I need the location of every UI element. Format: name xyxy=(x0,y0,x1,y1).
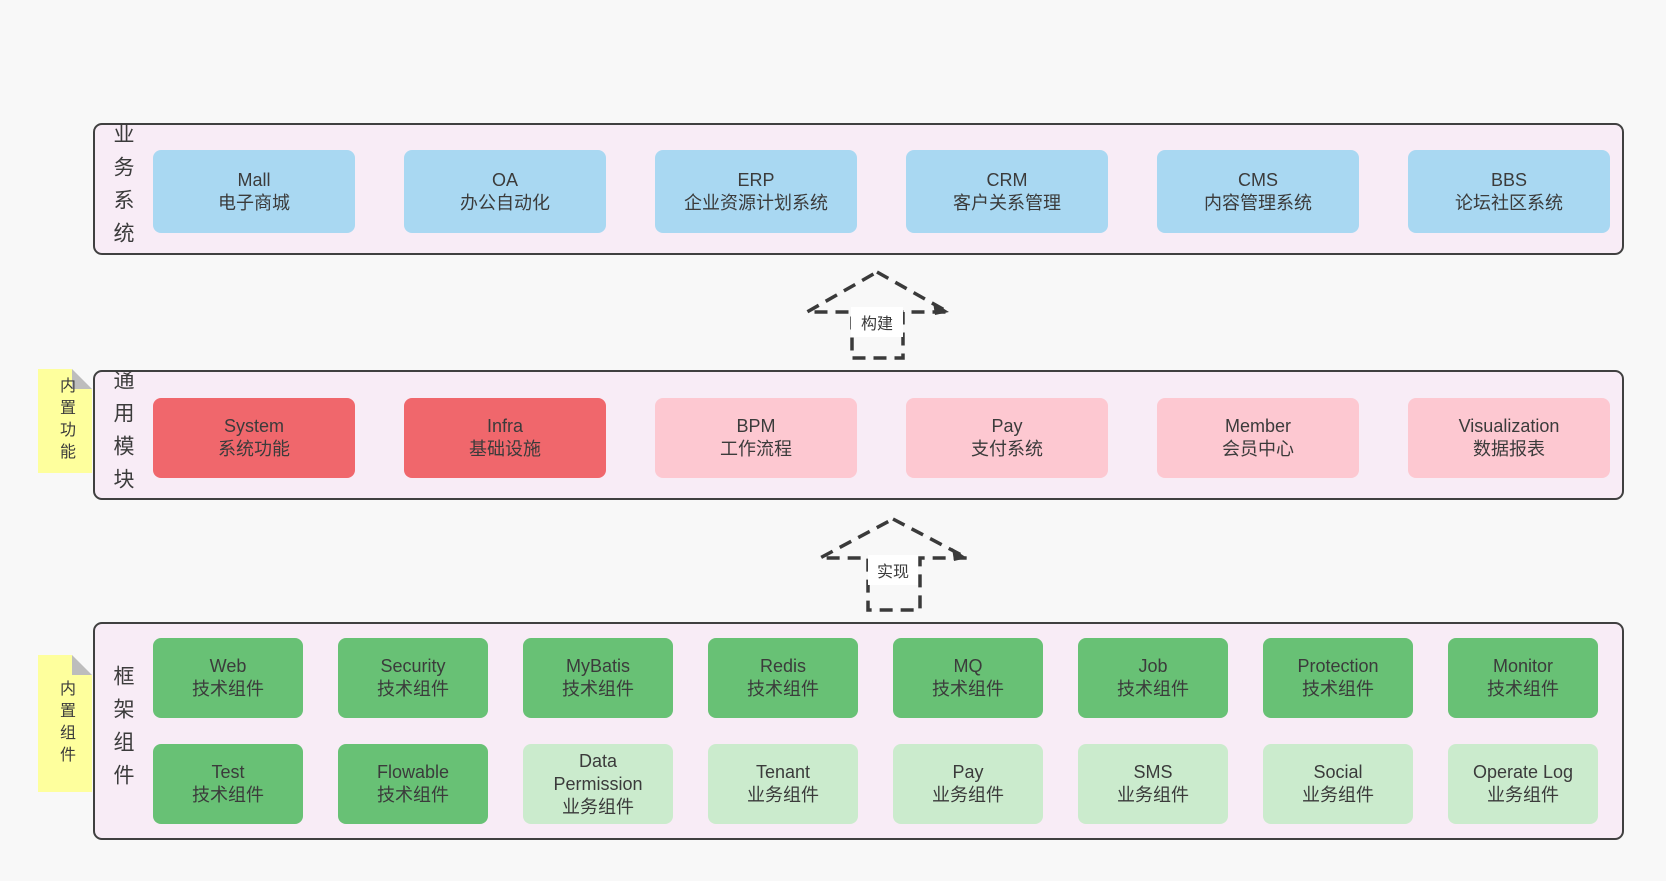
layer-label-common-modules: 通用模块 xyxy=(111,369,134,501)
box-tenant: Tenant 业务组件 xyxy=(708,744,858,824)
layer-business-systems: 业务系统 Mall 电子商城 OA 办公自动化 ERP 企业资源计划系统 CRM… xyxy=(93,123,1624,255)
box-mall: Mall 电子商城 xyxy=(153,150,355,233)
box-bpm: BPM 工作流程 xyxy=(655,398,857,478)
note-fold-corner-icon xyxy=(72,369,92,389)
box-erp: ERP 企业资源计划系统 xyxy=(655,150,857,233)
box-data-permission: Data Permission 业务组件 xyxy=(523,744,673,824)
box-pay: Pay 支付系统 xyxy=(906,398,1108,478)
framework-components-row-2: Test 技术组件 Flowable 技术组件 Data Permission … xyxy=(153,744,1598,824)
box-infra: Infra 基础设施 xyxy=(404,398,606,478)
box-web: Web 技术组件 xyxy=(153,638,303,718)
common-modules-row: System 系统功能 Infra 基础设施 BPM 工作流程 Pay 支付系统… xyxy=(153,398,1610,478)
box-mq: MQ 技术组件 xyxy=(893,638,1043,718)
box-sms: SMS 业务组件 xyxy=(1078,744,1228,824)
box-member: Member 会员中心 xyxy=(1157,398,1359,478)
sticky-note-label: 内置功能 xyxy=(57,377,74,465)
box-bbs: BBS 论坛社区系统 xyxy=(1408,150,1610,233)
box-oa: OA 办公自动化 xyxy=(404,150,606,233)
box-cms: CMS 内容管理系统 xyxy=(1157,150,1359,233)
sticky-note-builtin-components: 内置组件 xyxy=(38,655,92,792)
box-protection: Protection 技术组件 xyxy=(1263,638,1413,718)
framework-components-row-1: Web 技术组件 Security 技术组件 MyBatis 技术组件 Redi… xyxy=(153,638,1598,718)
implement-arrow-icon xyxy=(819,517,968,612)
layer-label-framework-components: 框架组件 xyxy=(111,665,134,797)
box-pay-business: Pay 业务组件 xyxy=(893,744,1043,824)
box-mybatis: MyBatis 技术组件 xyxy=(523,638,673,718)
box-operate-log: Operate Log 业务组件 xyxy=(1448,744,1598,824)
sticky-note-label: 内置组件 xyxy=(57,679,74,768)
build-arrow-label: 构建 xyxy=(851,307,903,337)
box-social: Social 业务组件 xyxy=(1263,744,1413,824)
note-fold-corner-icon xyxy=(72,655,92,675)
sticky-note-builtin-features: 内置功能 xyxy=(38,369,92,473)
box-security: Security 技术组件 xyxy=(338,638,488,718)
box-test: Test 技术组件 xyxy=(153,744,303,824)
implement-arrow-label: 实现 xyxy=(868,555,918,585)
box-flowable: Flowable 技术组件 xyxy=(338,744,488,824)
layer-label-business-systems: 业务系统 xyxy=(111,123,134,255)
box-job: Job 技术组件 xyxy=(1078,638,1228,718)
business-systems-row: Mall 电子商城 OA 办公自动化 ERP 企业资源计划系统 CRM 客户关系… xyxy=(153,150,1610,233)
box-crm: CRM 客户关系管理 xyxy=(906,150,1108,233)
build-arrow-icon xyxy=(800,269,955,360)
box-system: System 系统功能 xyxy=(153,398,355,478)
layer-framework-components: 框架组件 Web 技术组件 Security 技术组件 MyBatis 技术组件… xyxy=(93,622,1624,840)
box-visualization: Visualization 数据报表 xyxy=(1408,398,1610,478)
box-monitor: Monitor 技术组件 xyxy=(1448,638,1598,718)
box-redis: Redis 技术组件 xyxy=(708,638,858,718)
layer-common-modules: 通用模块 System 系统功能 Infra 基础设施 BPM 工作流程 Pay… xyxy=(93,369,1624,501)
